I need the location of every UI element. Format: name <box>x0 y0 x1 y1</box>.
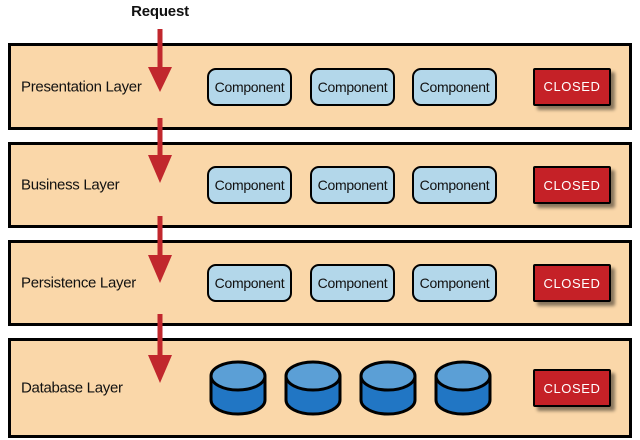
database-cylinder-icon <box>209 360 267 416</box>
closed-badge: CLOSED <box>533 264 611 302</box>
component-box: Component <box>310 264 395 302</box>
layer-database: Database Layer CLOSED <box>8 338 632 438</box>
layer-label: Presentation Layer <box>21 78 142 95</box>
component-box: Component <box>412 264 497 302</box>
closed-badge: CLOSED <box>533 166 611 204</box>
database-cylinder-icon <box>284 360 342 416</box>
component-box: Component <box>207 67 292 106</box>
layer-presentation: Presentation Layer Component Component C… <box>8 43 632 130</box>
layer-label: Business Layer <box>21 176 120 194</box>
layer-label: Persistence Layer <box>21 274 136 292</box>
layer-business: Business Layer Component Component Compo… <box>8 142 632 228</box>
closed-badge: CLOSED <box>533 369 611 407</box>
closed-badge: CLOSED <box>533 67 611 106</box>
database-cylinder-icon <box>359 360 417 416</box>
component-box: Component <box>310 67 395 106</box>
component-box: Component <box>310 166 395 204</box>
component-box: Component <box>207 264 292 302</box>
component-box: Component <box>412 166 497 204</box>
request-label: Request <box>131 3 189 20</box>
database-cylinder-icon <box>434 360 492 416</box>
layer-persistence: Persistence Layer Component Component Co… <box>8 240 632 326</box>
component-box: Component <box>412 67 497 106</box>
component-box: Component <box>207 166 292 204</box>
layer-label: Database Layer <box>21 379 123 397</box>
